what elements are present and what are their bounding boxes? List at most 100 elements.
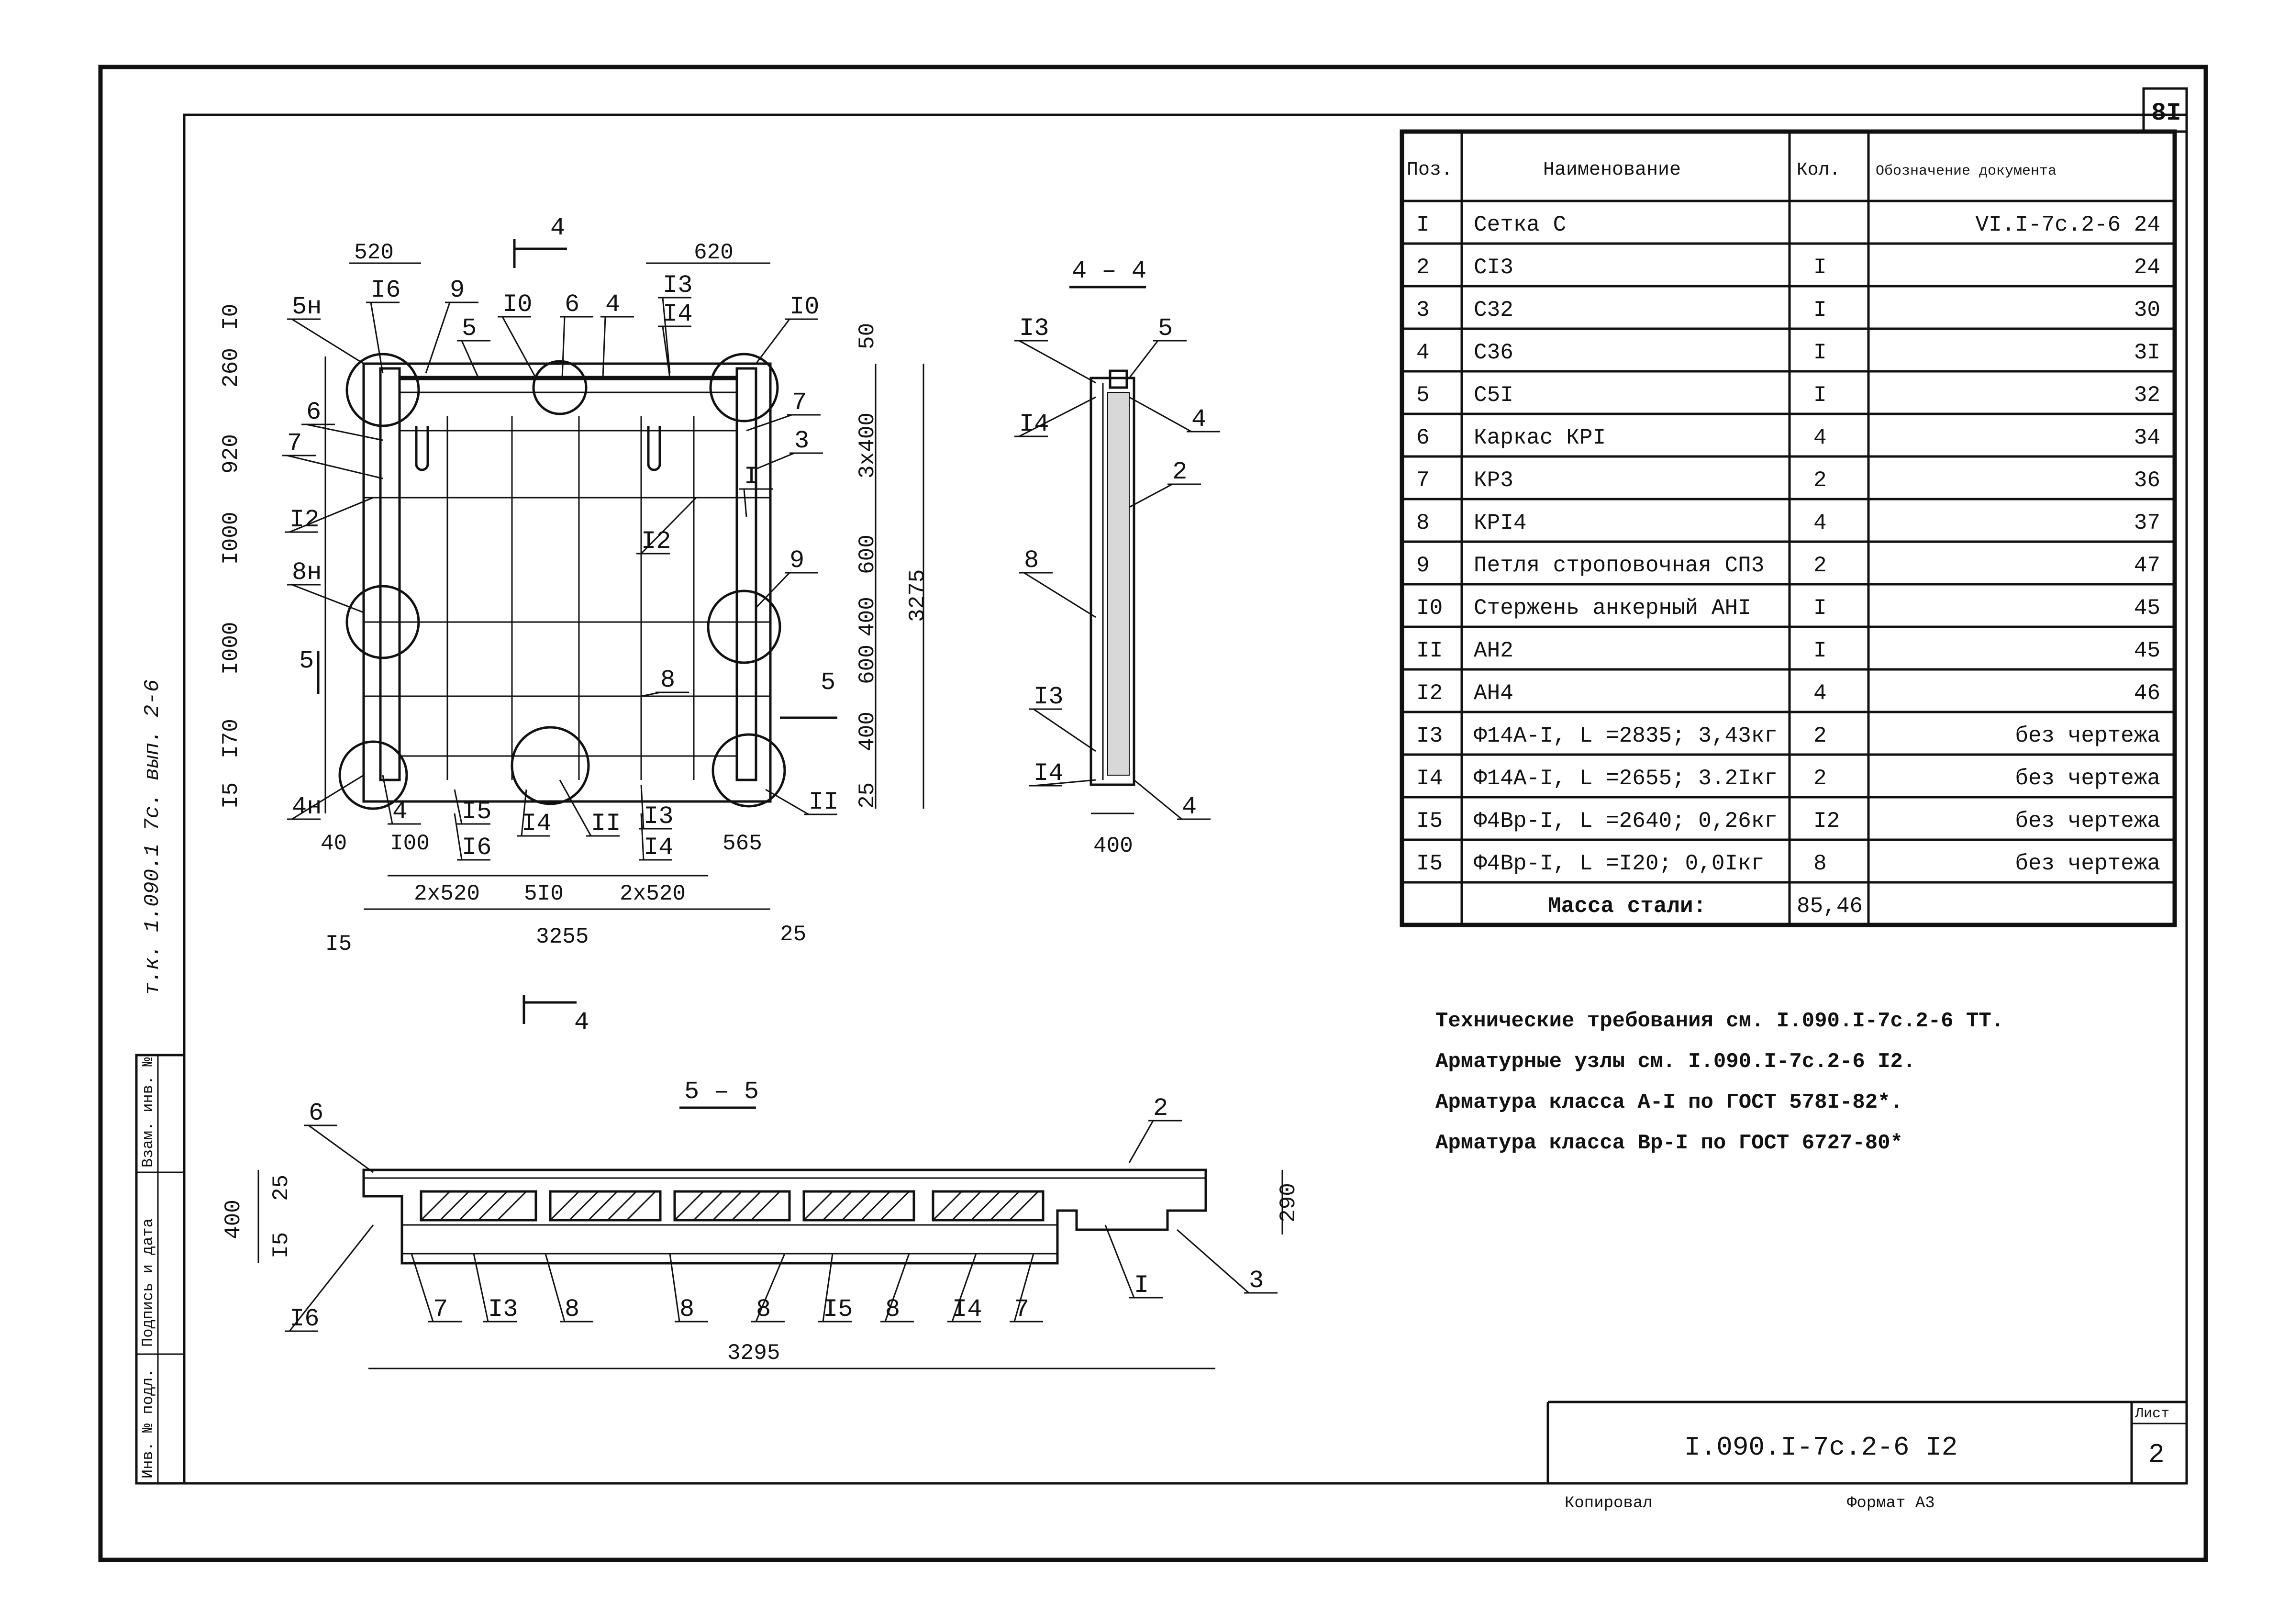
plan-right-dim: 50 [855,323,880,349]
outer-frame [98,65,2208,1562]
leader-label: I4 [644,834,673,862]
spec-name: Сетка С [1474,212,1566,237]
leader-label: 8 [565,1295,579,1324]
spec-header-2: Кол. [1797,160,1840,180]
spec-doc: без чертежа [2015,851,2160,876]
spec-header-1: Наименование [1543,159,1681,181]
spec-doc: 46 [2134,681,2160,706]
leader-label: I2 [289,506,319,534]
plan-left-dim: I0 [219,304,244,330]
leader-label: 2 [1172,458,1187,486]
spec-name: Петля строповочная СП3 [1474,553,1764,578]
spec-doc: 3I [2134,340,2160,365]
spec-table: Поз. Наименование Кол. Обозначение документ… [1400,129,2177,927]
plan-right-dim: 600 [855,645,880,684]
spec-doc: без чертежа [2015,766,2160,791]
spec-name: КРI4 [1474,511,1526,535]
spec-doc: 34 [2134,425,2160,450]
plan-view [317,239,924,1024]
leader-label: I3 [1019,314,1049,343]
spec-pos: I3 [1416,723,1443,748]
spec-pos: 7 [1416,468,1430,493]
notes: Технические требования см. I.090.I-7с.2-… [1435,1009,2004,1155]
leader-label: 4 [392,798,407,826]
spec-pos: I5 [1416,851,1443,876]
spec-qty: 4 [1813,425,1827,450]
spec-name: C36 [1474,340,1513,365]
spec-pos: 9 [1416,553,1430,578]
spec-pos: 6 [1416,425,1430,450]
spec-header-0: Поз. [1407,159,1453,181]
plan-section-mark-4-bottom: 4 [574,1008,589,1036]
spec-qty: 2 [1813,723,1827,748]
plan-grid [364,416,770,780]
spec-qty: I [1813,255,1827,280]
leader-label: I2 [641,527,671,556]
spec-doc: 32 [2134,383,2160,408]
plan-left-dim: I70 [219,719,244,758]
spec-name: КР3 [1474,468,1513,493]
stamp-column: Взам. инв. № Подпись и дата Инв. № подл. [135,1054,186,1485]
leader-label: I5 [462,798,491,826]
footer-copied: Копировал [1565,1494,1653,1513]
leader-label: 8 [1024,546,1039,575]
leader-label: 4 [1191,405,1206,434]
spec-qty: 2 [1813,468,1827,493]
plan-dim-bottom-4: 5I0 [524,881,564,906]
section-5-5-title: 5 – 5 [684,1078,759,1106]
spec-doc: 45 [2134,638,2160,663]
leader-label: I6 [289,1305,319,1333]
spec-pos: 3 [1416,298,1430,323]
stamp-label-1: Взам. инв. № [139,1057,157,1168]
leader-label: 9 [450,276,465,304]
spec-qty: I [1813,596,1827,621]
spec-pos: I2 [1416,681,1443,706]
plan-dim-top-right: 620 [694,240,734,265]
plan-right-dim: 25 [855,782,880,809]
leader-label: I3 [488,1295,518,1324]
section-5-5-cover-top: 25 [269,1175,294,1201]
spec-doc: 45 [2134,596,2160,621]
leader-label: II [809,788,838,816]
spec-qty: 2 [1813,766,1827,791]
corner-number: 8I [2151,99,2181,127]
leader-label: 8 [660,666,675,694]
spec-name: Ф14А-I, L =2655; 3.2Iкг [1474,766,1778,791]
spec-total-value: 85,46 [1797,894,1863,919]
title-block: I.090.I-7c.2-6 I2 Лист 2 [1546,1401,2187,1483]
section-5-5-height: 400 [221,1200,246,1239]
leader-label: I4 [1019,410,1049,438]
spec-qty: I2 [1813,809,1840,834]
leader-label: I0 [502,290,532,319]
section-5-5-right: 290 [1276,1183,1301,1223]
spec-pos: 8 [1416,511,1430,535]
leader-label: I [1134,1271,1149,1300]
leader-label: I [744,463,759,491]
footer-format: Формат А3 [1847,1494,1935,1513]
plan-section-mark-4-top: 4 [550,214,565,242]
section-4-4-title: 4 – 4 [1072,257,1146,285]
plan-dim-overall: 3255 [536,924,589,949]
spec-qty: 4 [1813,511,1827,535]
spec-qty: 2 [1813,553,1827,578]
spec-header-3: Обозначение документа [1876,163,2057,179]
spec-name: C5I [1474,383,1513,408]
plan-left-dim: I000 [219,622,244,675]
spec-doc: 47 [2134,553,2160,578]
plan-right-dim: 600 [855,534,880,574]
spec-pos: 2 [1416,255,1430,280]
plan-left-dim: I5 [219,782,244,809]
section-5-5: 5 – 5 3295 400 25 I5 290 [221,1078,1301,1369]
leader-label: 9 [789,546,804,575]
leader-label: I6 [371,276,400,304]
leader-label: II [591,810,621,838]
leader-label: 7 [792,389,807,417]
spec-doc: 24 [2134,255,2160,280]
plan-dim-end-right: 25 [780,922,806,947]
leader-label: 5н [292,293,322,321]
